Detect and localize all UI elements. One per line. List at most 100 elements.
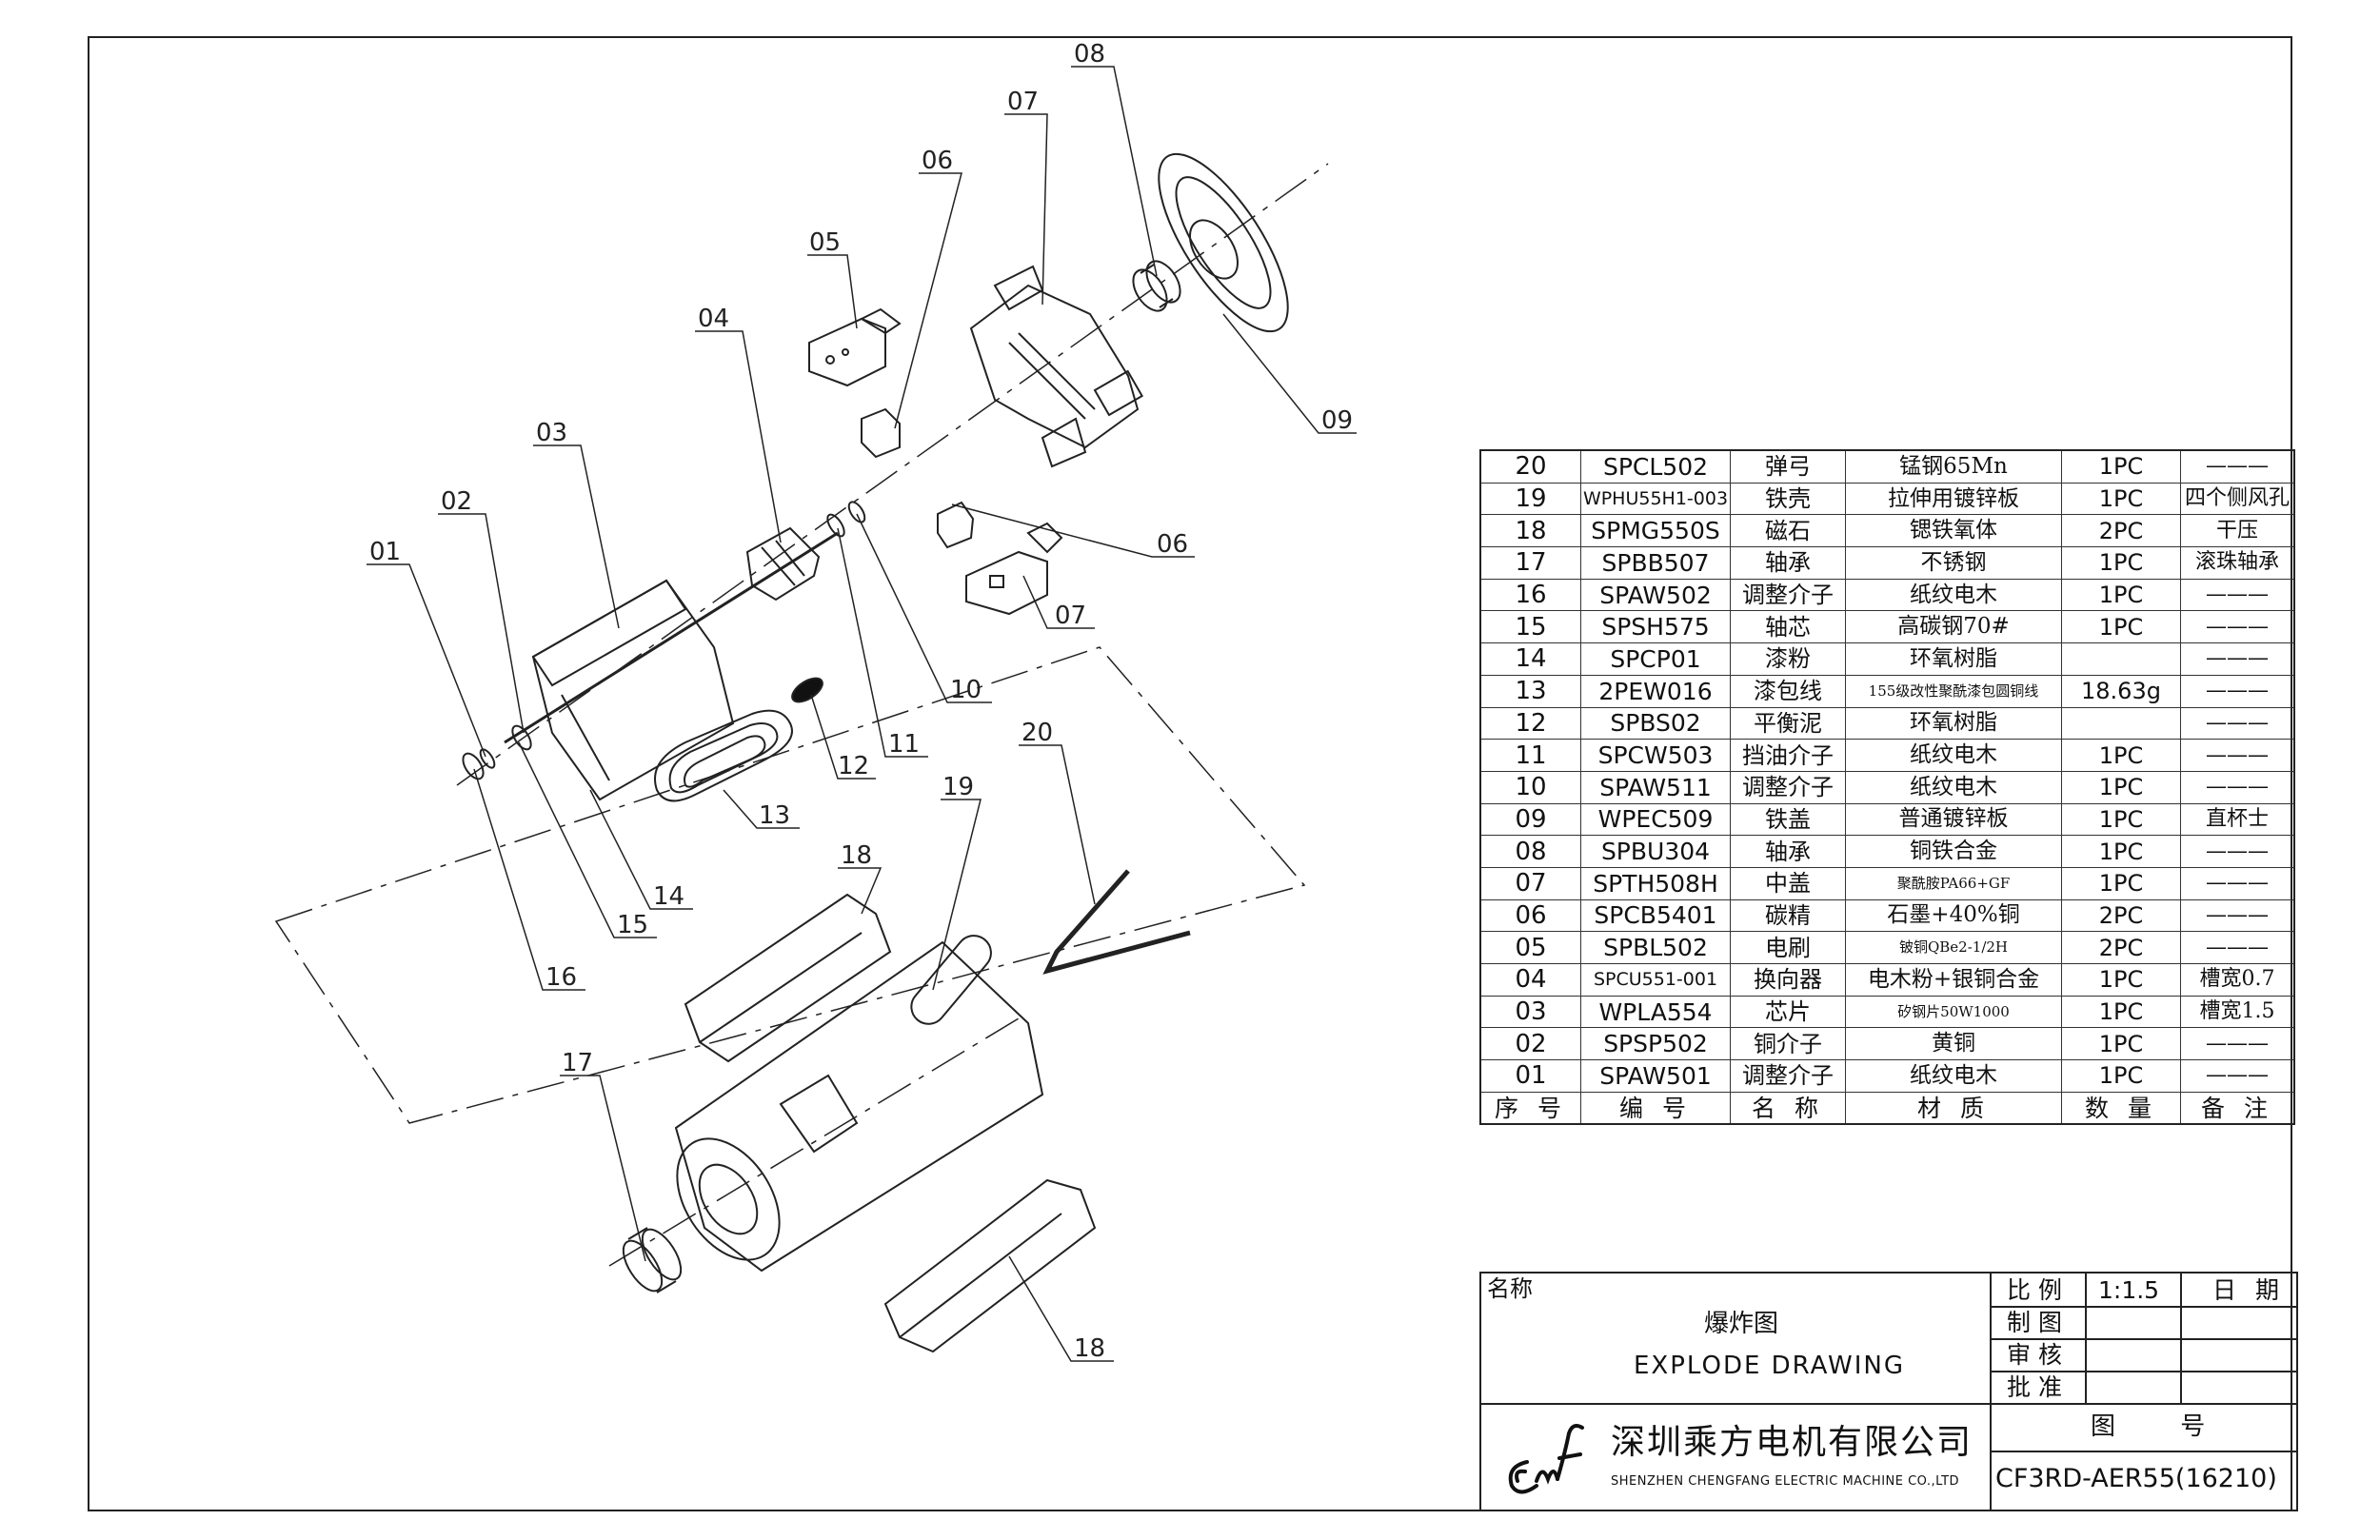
center-axis-line bbox=[456, 163, 1329, 786]
cell-part-name: 铜介子 bbox=[1730, 1027, 1846, 1061]
scale-value: 1:1.5 bbox=[2098, 1276, 2160, 1304]
part-spacer-01 bbox=[479, 748, 496, 769]
cell-quantity bbox=[2061, 706, 2181, 740]
cell-material: 锶铁氧体 bbox=[1845, 514, 2062, 548]
cell-item-no: 10 bbox=[1479, 770, 1581, 804]
cell-part-code: WPEC509 bbox=[1580, 802, 1731, 837]
part-housing bbox=[674, 935, 1044, 1273]
cell-part-name: 中盖 bbox=[1730, 866, 1846, 900]
cell-item-no: 18 bbox=[1479, 514, 1581, 548]
cell-part-name: 轴芯 bbox=[1730, 610, 1846, 644]
part-armature bbox=[531, 579, 735, 801]
leader-07a bbox=[1004, 113, 1048, 306]
cell-material: 锰钢65Mn bbox=[1845, 449, 2062, 484]
cell-remark: ——— bbox=[2180, 835, 2295, 868]
cell-material: 石墨+40%铜 bbox=[1845, 898, 2062, 933]
callout-12: 12 bbox=[838, 752, 869, 780]
cell-quantity: 1PC bbox=[2061, 963, 2181, 997]
cell-material: 不锈钢 bbox=[1845, 546, 2062, 580]
cell-quantity: 2PC bbox=[2061, 898, 2181, 933]
cell-part-code: SPTH508H bbox=[1580, 866, 1731, 900]
part-brush-lower bbox=[965, 522, 1063, 616]
cell-part-name: 换向器 bbox=[1730, 963, 1846, 997]
approve-label: 批 准 bbox=[2007, 1373, 2062, 1401]
leader-18a bbox=[838, 867, 883, 915]
cell-part-code: SPBS02 bbox=[1580, 706, 1731, 740]
part-carbon-lower bbox=[937, 501, 975, 549]
cell-item-no: 17 bbox=[1479, 546, 1581, 580]
cell-quantity: 1PC bbox=[2061, 739, 2181, 772]
parts-list-header-row: 序 号 编 号 名 称 材 质 数 量 备 注 bbox=[1479, 1091, 2295, 1125]
cell-remark: ——— bbox=[2180, 1059, 2295, 1093]
leader-17 bbox=[560, 1075, 646, 1262]
part-coil bbox=[654, 709, 793, 802]
header-qty: 数 量 bbox=[2061, 1091, 2181, 1125]
header-name: 名 称 bbox=[1730, 1091, 1846, 1125]
cell-part-name: 调整介子 bbox=[1730, 770, 1846, 804]
housing-axis-line bbox=[608, 1017, 1020, 1267]
callout-07-upper: 07 bbox=[1007, 88, 1039, 116]
part-washer-10 bbox=[847, 501, 866, 523]
part-sleeve-bearing bbox=[1132, 260, 1181, 312]
drawing-number-label: 图 号 bbox=[2091, 1412, 2206, 1441]
leader-19 bbox=[932, 799, 982, 991]
company-name-cn: 深圳乘方电机有限公司 bbox=[1611, 1423, 1973, 1462]
cell-material: 普通镀锌板 bbox=[1845, 802, 2062, 837]
cell-remark: ——— bbox=[2180, 898, 2295, 933]
leader-05 bbox=[807, 254, 858, 329]
callout-09: 09 bbox=[1321, 406, 1353, 435]
leader-08 bbox=[1071, 66, 1158, 277]
cell-quantity: 1PC bbox=[2061, 482, 2181, 516]
part-balance-putty bbox=[791, 677, 823, 703]
title-en: EXPLODE DRAWING bbox=[1634, 1352, 1906, 1380]
cell-part-name: 电刷 bbox=[1730, 931, 1846, 964]
cell-part-name: 调整介子 bbox=[1730, 1059, 1846, 1093]
callout-08: 08 bbox=[1074, 40, 1105, 69]
leader-11 bbox=[837, 527, 928, 758]
cell-part-name: 铁壳 bbox=[1730, 482, 1846, 516]
callout-17: 17 bbox=[562, 1049, 593, 1077]
title-cn: 爆炸图 bbox=[1704, 1310, 1779, 1338]
cell-item-no: 08 bbox=[1479, 835, 1581, 868]
cell-part-code: SPCP01 bbox=[1580, 642, 1731, 676]
callout-07-lower: 07 bbox=[1055, 602, 1086, 630]
cell-item-no: 06 bbox=[1479, 898, 1581, 933]
cell-quantity: 1PC bbox=[2061, 770, 2181, 804]
cell-remark: ——— bbox=[2180, 449, 2295, 484]
cell-quantity: 1PC bbox=[2061, 802, 2181, 837]
company-name-en: SHENZHEN CHENGFANG ELECTRIC MACHINE CO.,… bbox=[1611, 1474, 1960, 1489]
cell-quantity: 1PC bbox=[2061, 610, 2181, 644]
callout-13: 13 bbox=[759, 801, 790, 830]
callout-03: 03 bbox=[536, 419, 567, 447]
cell-part-code: SPCW503 bbox=[1580, 739, 1731, 772]
callout-20: 20 bbox=[1021, 719, 1053, 747]
cell-remark: ——— bbox=[2180, 674, 2295, 708]
cell-part-name: 平衡泥 bbox=[1730, 706, 1846, 740]
cell-material: 155级改性聚酰漆包圆铜线 bbox=[1845, 674, 2062, 708]
callout-01: 01 bbox=[369, 538, 401, 566]
cell-material: 纸纹电木 bbox=[1845, 739, 2062, 772]
cell-part-name: 挡油介子 bbox=[1730, 739, 1846, 772]
cell-remark: 干压 bbox=[2180, 514, 2295, 548]
cell-part-name: 芯片 bbox=[1730, 995, 1846, 1029]
cell-item-no: 15 bbox=[1479, 610, 1581, 644]
cell-part-code: SPSH575 bbox=[1580, 610, 1731, 644]
leader-03 bbox=[533, 444, 620, 629]
callout-06-upper: 06 bbox=[922, 147, 953, 175]
cell-part-code: SPMG550S bbox=[1580, 514, 1731, 548]
callout-14: 14 bbox=[653, 882, 684, 911]
cell-material: 黄铜 bbox=[1845, 1027, 2062, 1061]
header-note: 备 注 bbox=[2180, 1091, 2295, 1125]
callout-18-upper: 18 bbox=[841, 841, 872, 870]
callout-19: 19 bbox=[942, 773, 974, 801]
name-label: 名称 bbox=[1487, 1275, 1533, 1302]
part-carbon-upper bbox=[861, 407, 901, 459]
cell-quantity bbox=[2061, 642, 2181, 676]
